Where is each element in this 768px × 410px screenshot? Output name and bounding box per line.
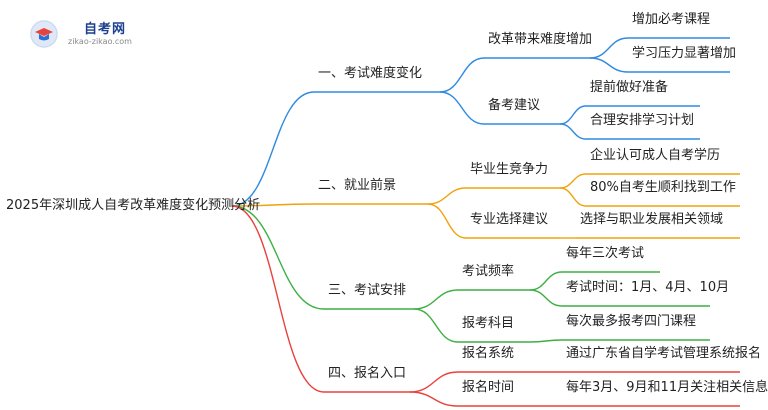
leaf-connector (529, 289, 563, 307)
leaf-connector (559, 187, 587, 207)
sub-branch-connector (409, 391, 459, 407)
site-logo[interactable]: 自考网 zikao-zikao.com (30, 18, 170, 52)
leaf-label: 通过广东省自学考试管理系统报名 (566, 346, 762, 361)
sub-branch-label: 报名系统 (462, 346, 515, 361)
branch-connector (231, 205, 325, 393)
branch-connector (231, 205, 325, 310)
logo-url: zikao-zikao.com (68, 37, 132, 46)
leaf-label: 提前做好准备 (590, 80, 669, 95)
graduation-cap-icon (30, 20, 58, 48)
leaf-label: 学习压力显著增加 (632, 46, 737, 61)
leaf-label: 考试时间：1月、4月、10月 (566, 280, 730, 295)
branch-label: 四、报名入口 (328, 366, 407, 381)
sub-branch-label: 备考建议 (488, 98, 541, 113)
leaf-connector (559, 105, 587, 125)
sub-branch-connector (439, 91, 485, 125)
sub-branch-label: 改革带来难度增加 (488, 32, 593, 47)
sub-branch-label: 报名时间 (462, 380, 515, 395)
leaf-label: 每年三次考试 (566, 246, 645, 261)
leaf-label: 企业认可成人自考学历 (590, 148, 721, 163)
leaf-label: 80%自考生顺利找到工作 (590, 180, 736, 195)
leaf-connector (529, 339, 563, 343)
mindmap-root: 2025年深圳成人自考改革难度变化预测分析 (6, 198, 261, 213)
leaf-connector (589, 57, 629, 73)
sub-branch-label: 报考科目 (462, 316, 515, 331)
leaf-connector (589, 37, 629, 59)
sub-branch-label: 毕业生竞争力 (470, 162, 549, 177)
sub-branch-connector (409, 371, 459, 393)
leaf-label: 合理安排学习计划 (590, 113, 695, 128)
branch-connector (231, 203, 315, 207)
branch-label: 三、考试安排 (328, 283, 407, 298)
leaf-label: 每次最多报考四门课程 (566, 314, 697, 329)
sub-branch-label: 考试频率 (462, 264, 515, 279)
branch-connector (231, 91, 315, 207)
leaf-label: 增加必考课程 (632, 12, 711, 27)
branch-label: 二、就业前景 (318, 178, 397, 193)
leaf-connector (529, 271, 563, 291)
sub-branch-connector (413, 308, 459, 343)
sub-branch-connector (439, 57, 485, 93)
leaf-connector (559, 123, 587, 140)
sub-branch-connector (427, 187, 467, 205)
leaf-label: 每年3月、9月和11月关注相关信息 (566, 380, 768, 395)
logo-name: 自考网 (84, 22, 127, 37)
sub-branch-label: 专业选择建议 (470, 212, 549, 227)
leaf-connector (559, 173, 587, 189)
sub-branch-connector (413, 289, 459, 310)
mindmap-connectors (231, 37, 740, 407)
branch-label: 一、考试难度变化 (318, 66, 423, 81)
leaf-label: 选择与职业发展相关领域 (580, 212, 724, 227)
sub-branch-connector (427, 203, 467, 239)
